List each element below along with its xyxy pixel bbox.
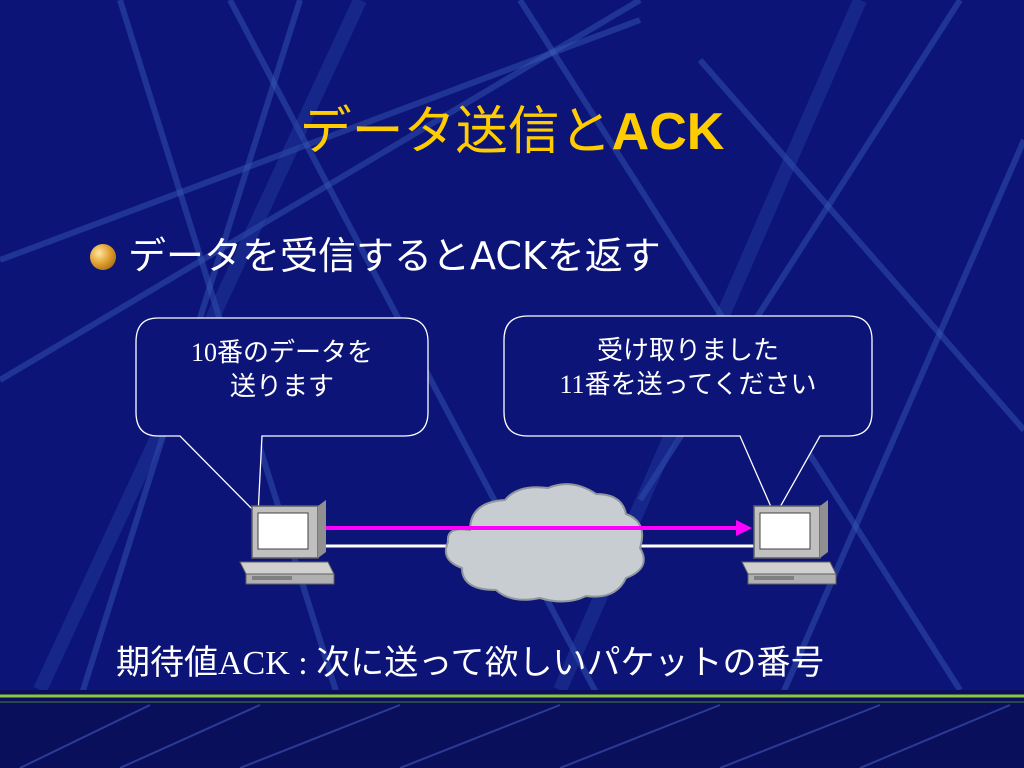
- sender-computer-icon: [239, 500, 335, 585]
- receiver-computer-icon: [741, 500, 837, 585]
- sender-bubble-line1: 10番のデータを: [136, 336, 428, 370]
- receiver-speech-bubble: [503, 315, 873, 518]
- expected-ack-prefix: 期待値: [116, 643, 218, 683]
- receiver-bubble-line1: 受け取りました: [596, 336, 779, 366]
- receiver-bubble-line2: 11番を送ってください: [504, 368, 872, 402]
- sender-bubble-line2: 送ります: [229, 372, 334, 402]
- sender-bubble-line1-text: 番のデータを: [216, 338, 373, 368]
- bullet-text: データを受信するとACKを返す: [128, 234, 661, 278]
- data-transfer-arrow: [322, 520, 752, 536]
- receiver-bubble-line2-text: 番を送ってください: [584, 370, 817, 400]
- cloud-icon: [444, 483, 645, 603]
- orb-bullet-icon: [90, 244, 116, 270]
- sender-bubble-text: 10番のデータを 送ります: [136, 336, 428, 404]
- slide-title-jp: データ送信と: [299, 102, 612, 162]
- receiver-packet-number: 11: [559, 370, 585, 399]
- receiver-bubble-text: 受け取りました 11番を送ってください: [504, 334, 872, 402]
- expected-ack-separator: :: [289, 645, 317, 682]
- slide-title: データ送信とACK: [0, 100, 1024, 164]
- expected-ack-note: 期待値ACK : 次に送って欲しいパケットの番号: [116, 640, 825, 687]
- slide-title-en: ACK: [611, 103, 725, 161]
- expected-ack-label: ACK: [218, 645, 290, 682]
- expected-ack-description: 次に送って欲しいパケットの番号: [316, 643, 825, 683]
- sender-speech-bubble: [135, 317, 429, 517]
- sender-packet-number: 10: [190, 338, 217, 367]
